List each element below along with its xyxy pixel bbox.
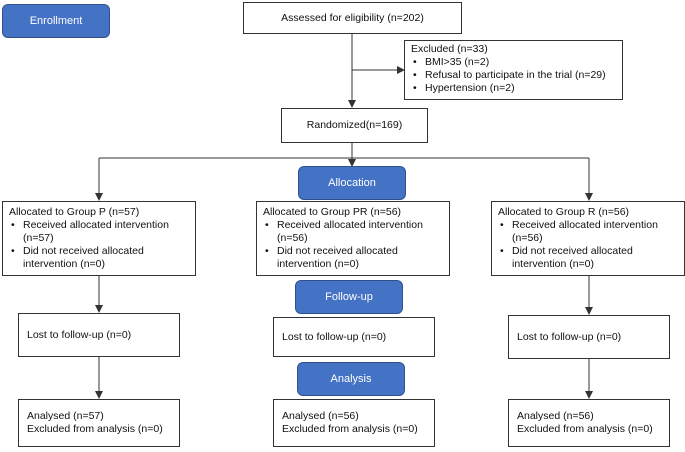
stage-allocation: Allocation	[298, 166, 406, 200]
group-pr-allocated: Allocated to Group PR (n=56)	[263, 206, 402, 218]
group-p-excluded-analysis: Excluded from analysis (n=0)	[27, 423, 163, 435]
group-p-allocation-box: Allocated to Group P (n=57) Received all…	[2, 201, 196, 276]
group-pr-analysed-box: Analysed (n=56) Excluded from analysis (…	[273, 399, 435, 447]
group-pr-lost-box: Lost to follow-up (n=0)	[273, 317, 435, 357]
group-p-allocation-list: Received allocated intervention (n=57) D…	[9, 219, 189, 271]
group-pr-not-received: Did not received allocated intervention …	[263, 245, 443, 271]
group-pr-allocation-list: Received allocated intervention (n=56) D…	[263, 219, 443, 271]
stage-enrollment: Enrollment	[2, 4, 110, 38]
group-r-analysed-box: Analysed (n=56) Excluded from analysis (…	[508, 399, 670, 447]
randomized-box: Randomized(n=169)	[281, 108, 428, 143]
excluded-box: Excluded (n=33) BMI>35 (n=2) Refusal to …	[404, 40, 623, 100]
excluded-list: BMI>35 (n=2) Refusal to participate in t…	[411, 56, 616, 95]
group-r-allocated: Allocated to Group R (n=56)	[498, 206, 630, 218]
group-r-excluded-analysis: Excluded from analysis (n=0)	[517, 423, 653, 435]
group-p-not-received: Did not received allocated intervention …	[9, 245, 189, 271]
group-p-analysed-box: Analysed (n=57) Excluded from analysis (…	[18, 399, 180, 447]
excluded-item: Refusal to participate in the trial (n=2…	[411, 69, 616, 82]
excluded-item: BMI>35 (n=2)	[411, 56, 616, 69]
group-r-lost-box: Lost to follow-up (n=0)	[508, 315, 670, 359]
excluded-title: Excluded (n=33)	[411, 43, 488, 55]
stage-followup: Follow-up	[295, 280, 403, 314]
group-pr-received: Received allocated intervention (n=56)	[263, 219, 443, 245]
group-pr-excluded-analysis: Excluded from analysis (n=0)	[282, 423, 418, 435]
group-p-lost-box: Lost to follow-up (n=0)	[18, 313, 180, 357]
stage-analysis: Analysis	[297, 362, 405, 396]
group-r-not-received: Did not received allocated intervention …	[498, 245, 678, 271]
assessed-box: Assessed for eligibility (n=202)	[243, 2, 462, 34]
group-r-allocation-box: Allocated to Group R (n=56) Received all…	[491, 201, 685, 276]
group-p-allocated: Allocated to Group P (n=57)	[9, 206, 140, 218]
group-r-allocation-list: Received allocated intervention (n=56) D…	[498, 219, 678, 271]
group-r-analysed: Analysed (n=56)	[517, 410, 594, 422]
group-r-received: Received allocated intervention (n=56)	[498, 219, 678, 245]
group-pr-allocation-box: Allocated to Group PR (n=56) Received al…	[256, 201, 450, 276]
group-p-received: Received allocated intervention (n=57)	[9, 219, 189, 245]
group-pr-analysed: Analysed (n=56)	[282, 410, 359, 422]
excluded-item: Hypertension (n=2)	[411, 82, 616, 95]
group-p-analysed: Analysed (n=57)	[27, 410, 104, 422]
